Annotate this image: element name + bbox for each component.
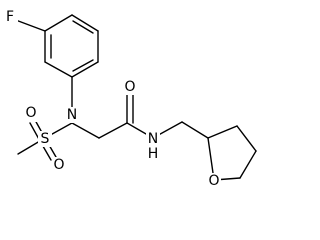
- atom-labels: F N S O O O N H O: [4, 9, 221, 189]
- bond-ring-c4-c5: [71, 61, 99, 78]
- atom-nitrogen-amide: N: [148, 131, 158, 147]
- bond-ch2-carbonyl: [98, 122, 128, 139]
- atom-hydrogen-amide: H: [148, 146, 159, 162]
- atom-oxygen-sulfonyl-top: O: [25, 105, 36, 121]
- bond-thf-c2-c3: [207, 125, 238, 139]
- atom-nitrogen-sulfonamide: N: [67, 107, 77, 123]
- bond-ring-c5-c6: [44, 61, 73, 78]
- bond-ch2-thf: [181, 121, 209, 139]
- bond-ring-c2-c3: [71, 14, 99, 32]
- atom-sulfur: S: [41, 131, 50, 147]
- bond-thf-c4-c5: [239, 150, 257, 179]
- bond-ring-c4-c5-inner: [72, 59, 94, 72]
- bond-ring-c2-c3-inner: [72, 20, 94, 34]
- molecule-structure: F N S O O O N H O: [4, 9, 257, 189]
- atom-fluorine: F: [6, 9, 14, 25]
- atom-oxygen-sulfonyl-bottom: O: [53, 157, 64, 173]
- bond-thf-c3-c4: [236, 125, 257, 152]
- atom-oxygen-ring: O: [208, 173, 219, 189]
- atom-oxygen-carbonyl: O: [124, 79, 135, 95]
- bond-n-ch2: [71, 122, 100, 139]
- bonds: [12, 14, 257, 181]
- bond-ring-c1-c2: [44, 14, 73, 32]
- bond-c-f: [12, 18, 46, 32]
